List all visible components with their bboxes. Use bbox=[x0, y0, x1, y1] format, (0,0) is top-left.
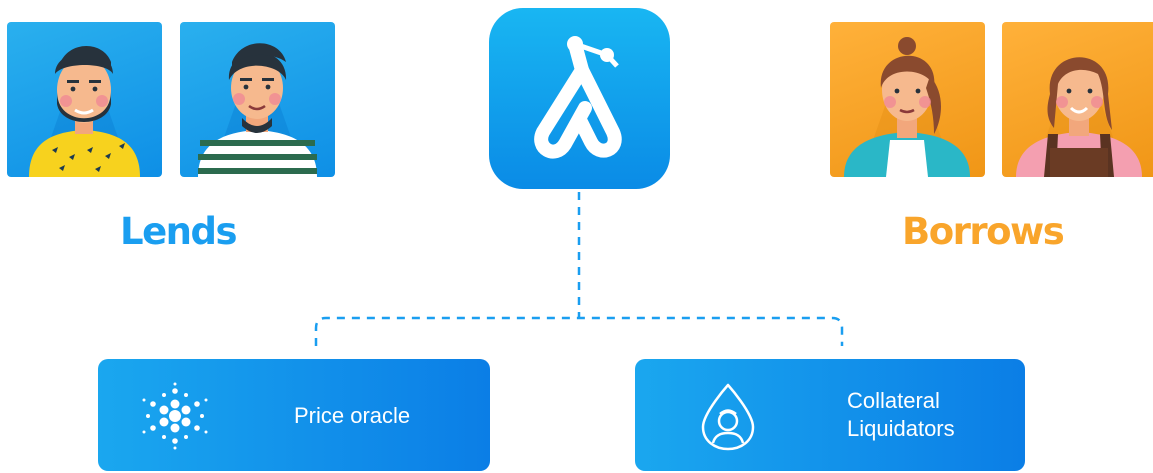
drop-person-icon bbox=[701, 383, 755, 451]
collateral-label-line1: Collateral bbox=[847, 388, 940, 413]
app-logo-icon bbox=[489, 8, 670, 189]
cardano-icon bbox=[142, 382, 208, 450]
price-oracle-label: Price oracle bbox=[294, 403, 411, 428]
lender-avatar-2 bbox=[180, 22, 335, 177]
borrower-avatar-2 bbox=[1002, 22, 1153, 177]
collateral-label-line2: Liquidators bbox=[847, 416, 955, 441]
borrower-avatar-1 bbox=[830, 22, 985, 177]
price-oracle-card: Price oracle bbox=[98, 359, 490, 471]
lender-avatar-1 bbox=[7, 22, 162, 177]
borrows-label: Borrows bbox=[902, 210, 1065, 253]
collateral-liquidators-card: Collateral Liquidators bbox=[635, 359, 1025, 471]
collateral-liquidators-label: Collateral Liquidators bbox=[847, 387, 955, 443]
lends-label: Lends bbox=[120, 210, 238, 253]
